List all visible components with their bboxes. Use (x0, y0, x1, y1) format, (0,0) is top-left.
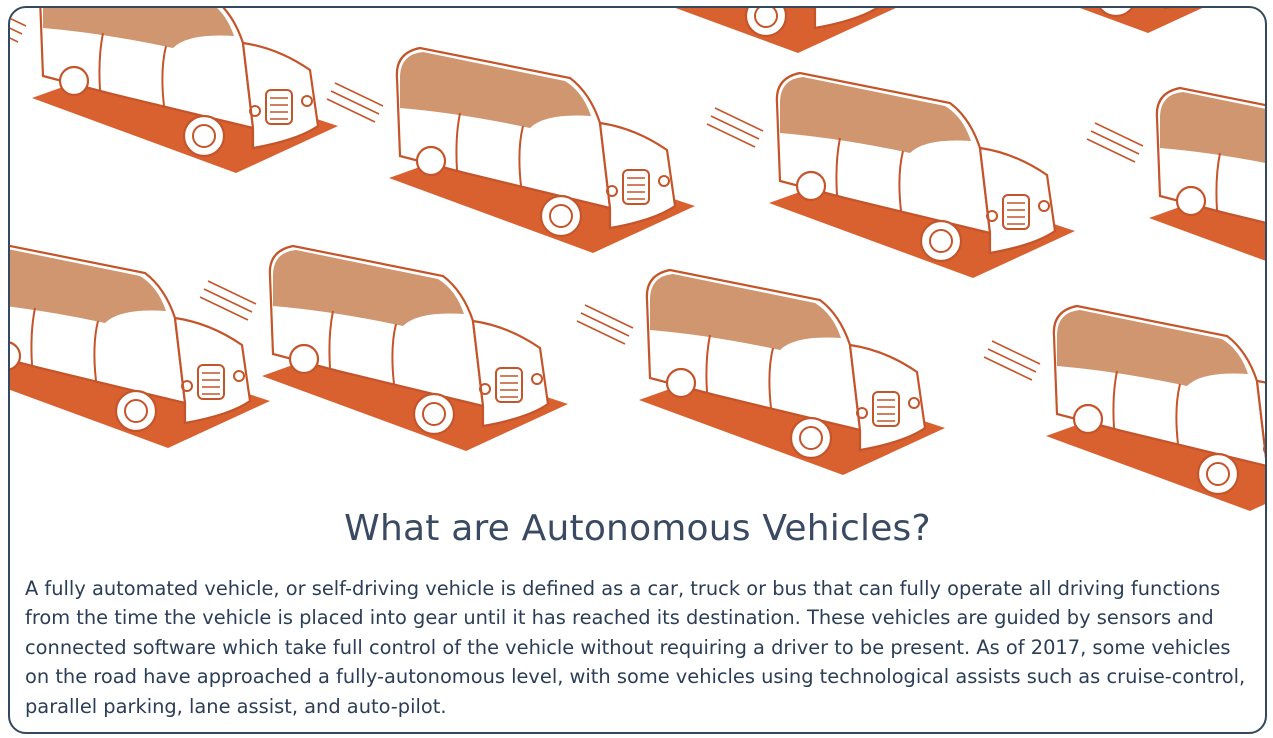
car (198, 244, 570, 453)
page-title: What are Autonomous Vehicles? (344, 508, 931, 549)
car (1085, 86, 1265, 295)
car (880, 8, 1252, 35)
car (982, 304, 1265, 513)
car (10, 241, 272, 450)
info-card: What are Autonomous Vehicles? A fully au… (8, 6, 1267, 734)
car-row-2 (10, 241, 1265, 513)
car (575, 268, 947, 477)
car (705, 71, 1077, 280)
car (10, 8, 340, 175)
car-row-1 (10, 8, 1265, 295)
description-paragraph: A fully automated vehicle, or self-drivi… (25, 577, 1246, 718)
car (530, 8, 902, 55)
car (325, 46, 697, 255)
car-row-0 (530, 8, 1252, 55)
